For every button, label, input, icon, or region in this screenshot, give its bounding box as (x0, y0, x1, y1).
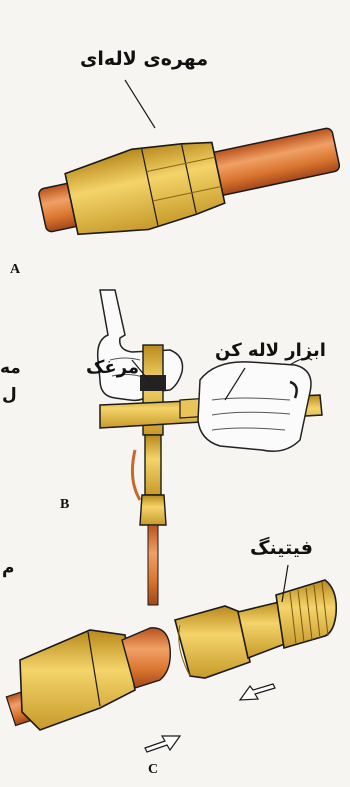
panel-c-drawing (6, 580, 336, 752)
edge-fragment-bottom: م (2, 558, 14, 578)
panel-a-drawing (34, 108, 344, 251)
panel-b-letter: B (60, 497, 69, 513)
panel-c-letter: C (148, 762, 158, 778)
flare-nut-label: مهره‌ی لاله‌ای (80, 48, 208, 70)
flare-nut-leader (125, 80, 155, 128)
fitting-label: فیتینگ (250, 537, 313, 559)
flaring-tool-label: ابزار لاله کن (215, 340, 326, 361)
panel-a-letter: A (10, 262, 20, 278)
edge-fragment-mid: ل (2, 385, 17, 405)
edge-fragment-top: مه (0, 358, 21, 378)
yoke-label: مرغک (86, 357, 139, 378)
